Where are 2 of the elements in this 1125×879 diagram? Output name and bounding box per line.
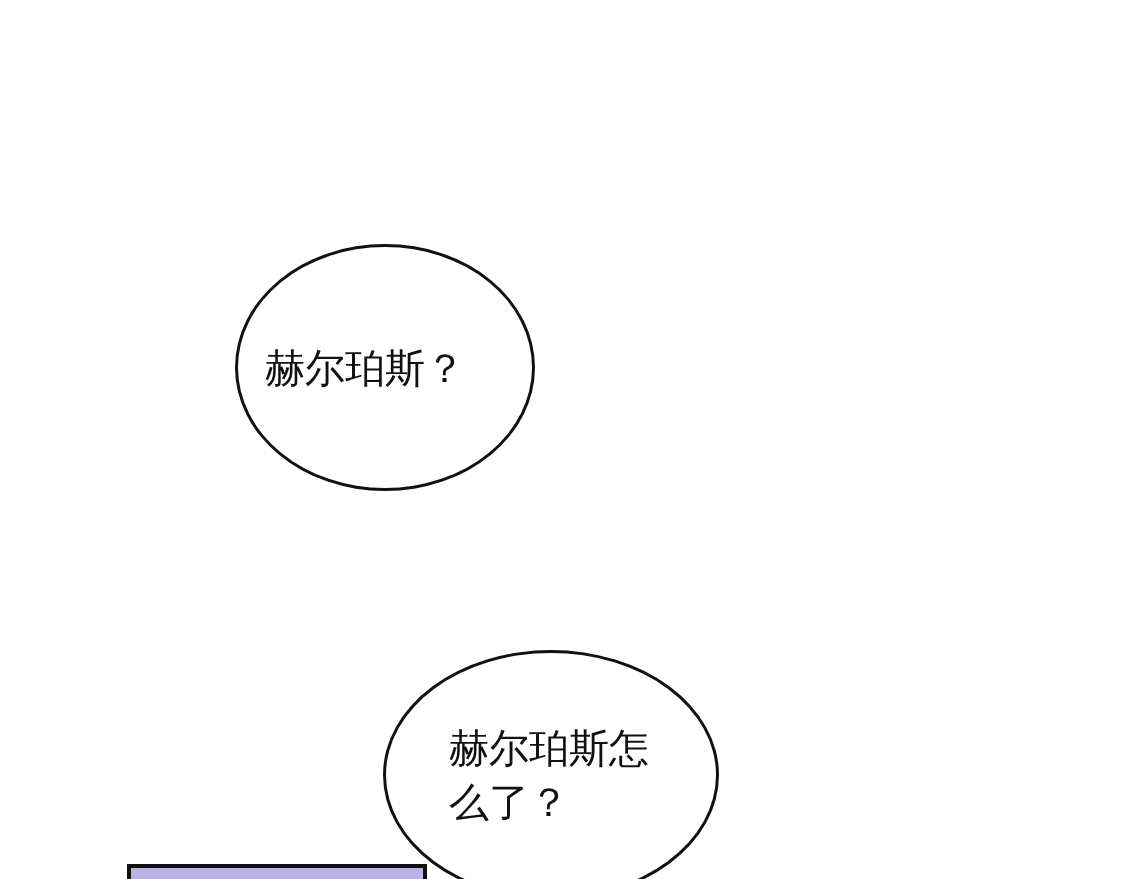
speech-text: 赫尔珀斯怎么了？	[448, 724, 650, 827]
speech-text: 赫尔珀斯？	[265, 343, 466, 393]
